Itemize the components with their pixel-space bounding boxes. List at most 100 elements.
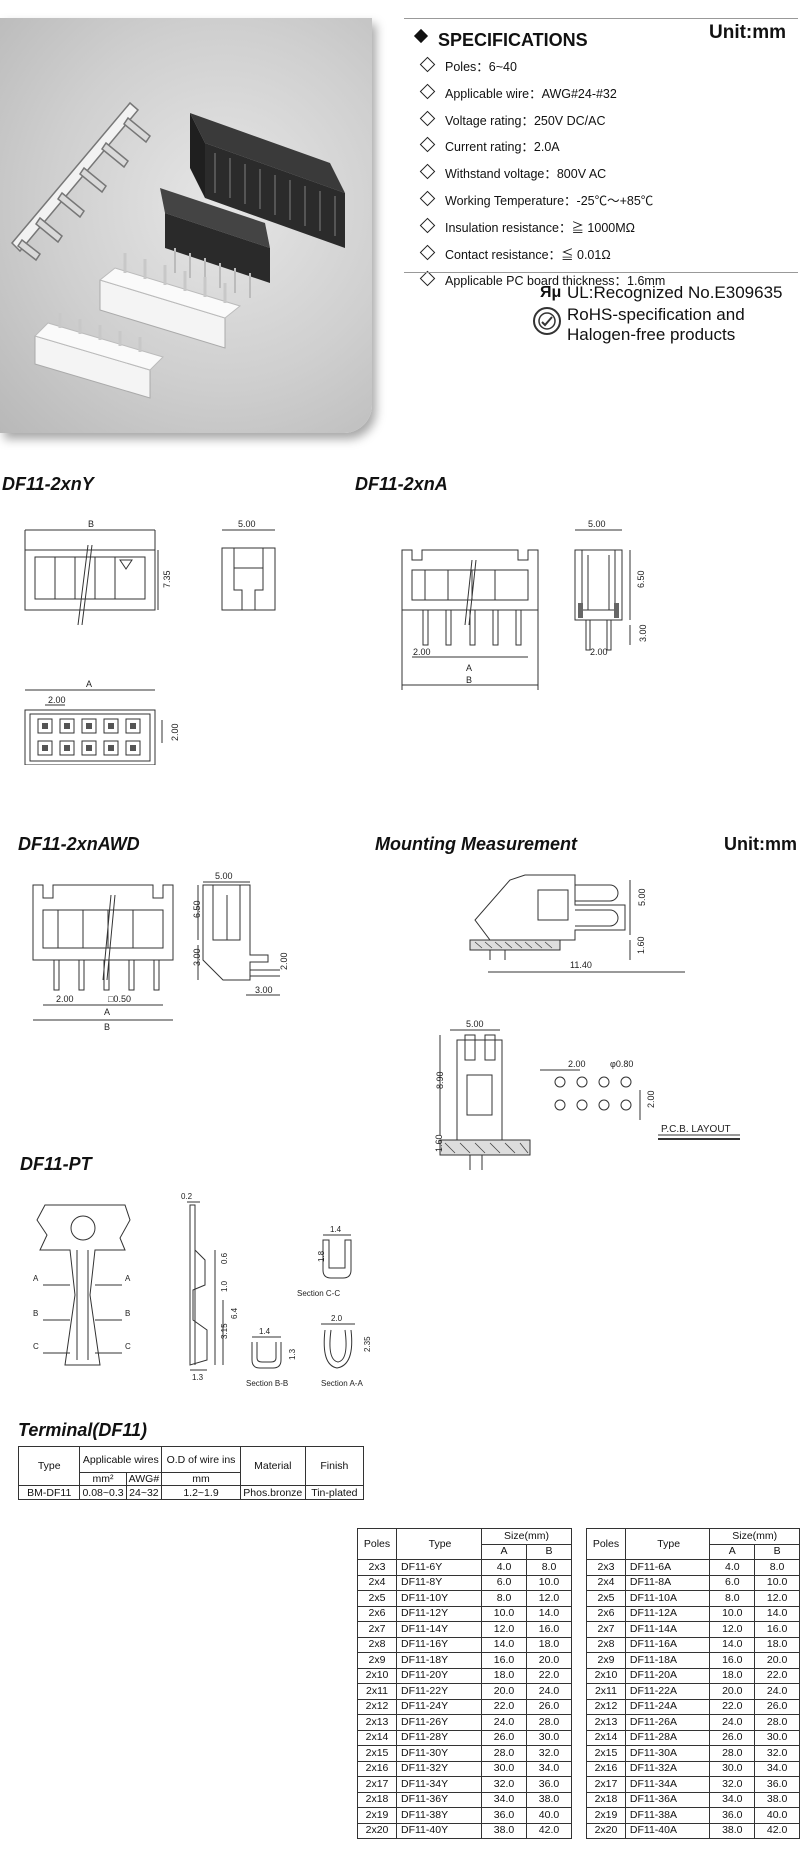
section-title-mount: Mounting Measurement — [375, 834, 578, 854]
spec-item: Withstand voltage：800V AC — [418, 161, 665, 188]
table-cell: 4.0 — [709, 1559, 756, 1576]
table-cell: 14.0 — [754, 1605, 800, 1622]
table-cell: DF11-32Y — [396, 1760, 482, 1777]
dim-pt-02-label: 0.2 — [181, 1192, 193, 1201]
dim-pt-315-label: 3.15 — [220, 1323, 229, 1339]
dim-pcb-v-200-label: 2.00 — [646, 1090, 656, 1108]
diamond-icon — [419, 83, 436, 100]
table-cell: 2x9 — [357, 1652, 397, 1669]
table-cell: 22.0 — [709, 1698, 756, 1715]
dim-650-label: 6.50 — [636, 570, 646, 588]
diamond-icon — [419, 271, 436, 287]
th-a: A — [481, 1543, 527, 1560]
table-cell: 32.0 — [709, 1776, 756, 1793]
table-cell: DF11-38Y — [396, 1807, 482, 1824]
table-cell: 2x6 — [357, 1605, 397, 1622]
table-cell: 24.0 — [526, 1683, 572, 1700]
table-cell: 32.0 — [526, 1745, 572, 1762]
table-cell: 12.0 — [481, 1621, 527, 1638]
table-cell: DF11-32A — [624, 1760, 711, 1777]
drawing-mounting: 5.00 1.60 11.40 5.00 8.90 1.60 2.00 φ0.8… — [434, 874, 740, 1170]
dim-aa-235-label: 2.35 — [363, 1336, 372, 1352]
terminal-cell: 1.2~1.9 — [161, 1485, 241, 1500]
th-applicable-wires: Applicable wires — [79, 1446, 163, 1473]
table-cell: 20.0 — [481, 1683, 527, 1700]
table-cell: 10.0 — [526, 1574, 572, 1591]
label-b-right: B — [125, 1309, 130, 1318]
table-cell: 2x9 — [586, 1652, 626, 1669]
table-cell: 16.0 — [709, 1652, 756, 1669]
th-mm: mm — [161, 1472, 241, 1486]
table-cell: 32.0 — [481, 1776, 527, 1793]
section-aa-label: Section A-A — [321, 1379, 363, 1388]
label-a-left: A — [33, 1274, 39, 1283]
table-cell: 2x14 — [357, 1729, 397, 1746]
dim-mount-160-label: 1.60 — [636, 936, 646, 954]
table-cell: 2x6 — [586, 1605, 626, 1622]
table-cell: 2x20 — [357, 1822, 397, 1839]
table-cell: 8.0 — [709, 1590, 756, 1607]
dim-500-label: 5.00 — [238, 519, 256, 529]
th-size: Size(mm) — [709, 1528, 800, 1545]
diamond-icon — [419, 163, 436, 180]
th-poles: Poles — [586, 1528, 626, 1560]
table-cell: DF11-24Y — [396, 1698, 482, 1715]
table-cell: DF11-16A — [624, 1636, 711, 1653]
diamond-icon — [419, 56, 436, 73]
table-cell: DF11-30A — [624, 1745, 711, 1762]
dim-awd-a-label: A — [104, 1007, 110, 1017]
spec-item: Voltage rating：250V DC/AC — [418, 108, 665, 135]
spec-bottom-rule — [404, 272, 798, 273]
ul-mark-icon: Яμ — [540, 284, 562, 301]
dim-a-a-label: A — [466, 663, 472, 673]
terminal-cell: 0.08~0.3 — [79, 1485, 127, 1500]
table-cell: 40.0 — [526, 1807, 572, 1824]
dim-awd-650-label: 6.50 — [192, 900, 202, 918]
table-cell: 16.0 — [481, 1652, 527, 1669]
terminal-cell: BM-DF11 — [17, 1485, 81, 1500]
table-cell: 2x14 — [586, 1729, 626, 1746]
table-cell: 2x12 — [357, 1698, 397, 1715]
th-mm2: mm² — [79, 1472, 127, 1486]
section-cc-label: Section C-C — [297, 1289, 340, 1298]
dim-200-label: 2.00 — [48, 695, 66, 705]
table-cell: 2x8 — [357, 1636, 397, 1653]
dim-cc-18-label: 1.8 — [317, 1250, 326, 1262]
th-type: Type — [396, 1528, 482, 1560]
table-cell: 2x15 — [357, 1745, 397, 1762]
table-cell: 16.0 — [526, 1621, 572, 1638]
table-cell: 38.0 — [709, 1822, 756, 1839]
table-cell: 34.0 — [526, 1760, 572, 1777]
table-cell: 6.0 — [481, 1574, 527, 1591]
table-cell: DF11-6Y — [396, 1559, 482, 1576]
table-cell: DF11-12A — [624, 1605, 711, 1622]
label-b-left: B — [33, 1309, 38, 1318]
dim-a-side-200-label: 2.00 — [590, 647, 608, 657]
dim-a-200-label: 2.00 — [413, 647, 431, 657]
rohs-line2: Halogen-free products — [567, 325, 736, 344]
table-cell: DF11-24A — [624, 1698, 711, 1715]
table-cell: DF11-20A — [624, 1667, 711, 1684]
table-cell: 2x12 — [586, 1698, 626, 1715]
spec-list: Poles：6~40 Applicable wire：AWG#24-#32 Vo… — [418, 54, 665, 295]
unit-label: Unit:mm — [709, 22, 787, 43]
table-cell: 2x17 — [586, 1776, 626, 1793]
table-cell: 6.0 — [709, 1574, 756, 1591]
table-cell: 14.0 — [526, 1605, 572, 1622]
drawing-2xna: 5.00 6.50 3.00 2.00 2.00 A B — [401, 519, 648, 690]
terminal-cell: Tin-plated — [304, 1485, 365, 1500]
table-cell: 4.0 — [481, 1559, 527, 1576]
